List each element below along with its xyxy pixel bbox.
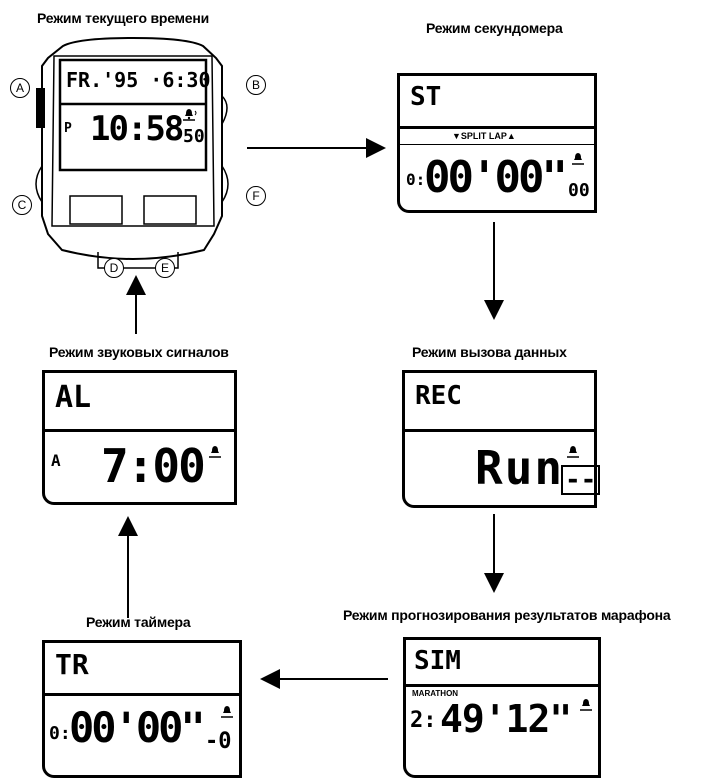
marathon-label: MARATHON <box>412 689 459 698</box>
stopwatch-time: 00'00" <box>424 152 568 203</box>
lcd-marathon: SIM MARATHON 2: 49'12" <box>403 637 601 778</box>
bell-icon <box>580 699 592 711</box>
timer-time: 00'00" <box>69 703 206 752</box>
marathon-time: 49'12" <box>440 697 572 741</box>
button-c-label: C <box>12 195 32 215</box>
recall-run: Run <box>475 441 565 495</box>
stopwatch-split-lap: ▼SPLIT LAP▲ <box>452 131 516 141</box>
lcd-recall: REC Run -- <box>402 370 601 508</box>
time-seconds: 50 <box>183 126 205 147</box>
title-marathon: Режим прогнозирования результатов марафо… <box>343 607 671 623</box>
lcd-stopwatch: ST ▼SPLIT LAP▲ 0: 00'00" 00 <box>397 73 597 213</box>
stopwatch-hours: 0: <box>406 170 426 189</box>
bell-icon <box>572 153 584 165</box>
watch-case <box>35 36 229 269</box>
marathon-hours: 2: <box>410 708 437 733</box>
timer-suffix: -0 <box>205 729 232 754</box>
lcd-alarm: AL A 7:00 <box>42 370 237 505</box>
stopwatch-hundredths: 00 <box>568 180 590 201</box>
title-alarm: Режим звуковых сигналов <box>49 344 229 360</box>
button-f-label: F <box>246 186 266 206</box>
stopwatch-top-line: ST <box>410 82 442 112</box>
button-d-label: D <box>104 258 124 278</box>
bell-icon <box>567 446 579 458</box>
title-current-time: Режим текущего времени <box>37 10 210 26</box>
bell-icon <box>209 446 221 458</box>
time-main: 10:58 <box>90 109 184 149</box>
marathon-top-line: SIM <box>414 646 461 676</box>
button-a-label: A <box>10 78 30 98</box>
timer-hours: 0: <box>49 723 71 744</box>
title-timer: Режим таймера <box>86 614 191 630</box>
alarm-top-line: AL <box>55 380 92 415</box>
recall-dashes: -- <box>561 465 601 495</box>
title-stopwatch: Режим секундомера <box>426 20 563 36</box>
button-b-label: B <box>246 75 266 95</box>
button-e-label: E <box>155 258 175 278</box>
time-top-line: FR.'95 ·6:30 <box>66 68 211 92</box>
alarm-label: A <box>51 451 61 470</box>
recall-top-line: REC <box>415 381 462 411</box>
bell-icon <box>183 109 197 121</box>
lcd-timer: TR 0: 00'00" -0 <box>42 640 242 778</box>
timer-top-line: TR <box>55 648 89 681</box>
bell-icon <box>221 706 233 718</box>
alarm-time: 7:00 <box>101 439 206 493</box>
title-recall: Режим вызова данных <box>412 344 567 360</box>
time-ampm: P <box>64 121 72 136</box>
